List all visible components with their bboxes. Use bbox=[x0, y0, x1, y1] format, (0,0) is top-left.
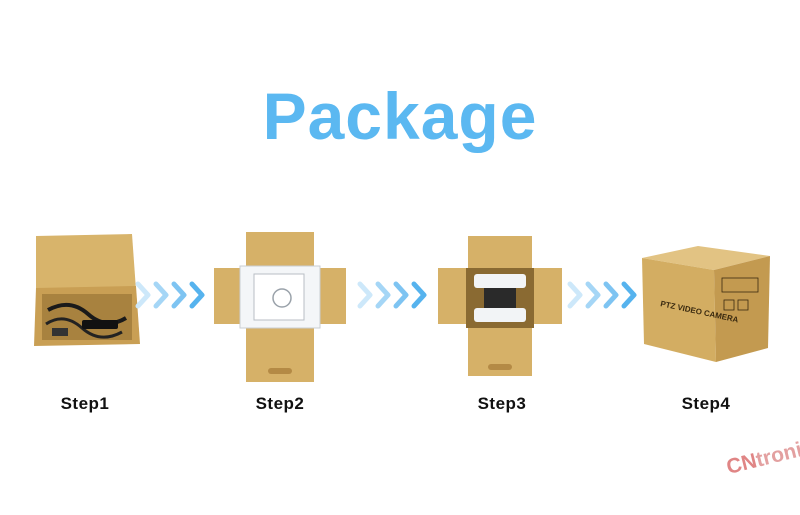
foam-block-bottom bbox=[474, 308, 526, 322]
page-title: Package bbox=[262, 79, 538, 153]
chevron-right-icon bbox=[357, 281, 373, 309]
step1-label: Step1 bbox=[60, 394, 110, 413]
step3-label: Step3 bbox=[477, 394, 527, 413]
chevron-right-icon bbox=[171, 281, 187, 309]
box-flap-left bbox=[438, 268, 468, 324]
chevron-right-icon bbox=[153, 281, 169, 309]
arrows-step2-to-step3 bbox=[357, 281, 427, 309]
camera-icon bbox=[484, 288, 516, 308]
box-flap-top bbox=[468, 236, 532, 272]
box-side bbox=[714, 256, 770, 362]
chevron-right-icon bbox=[189, 281, 205, 309]
box-lid bbox=[36, 234, 136, 292]
chevron-right-icon bbox=[375, 281, 391, 309]
step1-image bbox=[34, 234, 140, 346]
manual-sheet bbox=[253, 273, 305, 321]
foam-block-top bbox=[474, 274, 526, 288]
chevron-right-icon bbox=[567, 281, 583, 309]
step4-image: PTZ VIDEO CAMERA bbox=[642, 246, 770, 362]
step2-image bbox=[214, 232, 346, 382]
chevron-right-icon bbox=[135, 281, 151, 309]
power-adapter bbox=[82, 320, 118, 329]
arrows-step3-to-step4 bbox=[567, 281, 637, 309]
arrows-step1-to-step2 bbox=[135, 281, 205, 309]
step3-image bbox=[438, 236, 562, 376]
box-front bbox=[642, 258, 716, 362]
box-flap-right bbox=[532, 268, 562, 324]
chevron-right-icon bbox=[585, 281, 601, 309]
chevron-right-icon bbox=[621, 281, 637, 309]
watermark-brand: CNtronic bbox=[724, 435, 800, 480]
step2-label: Step2 bbox=[255, 394, 305, 413]
chevron-right-icon bbox=[411, 281, 427, 309]
chevron-right-icon bbox=[603, 281, 619, 309]
box-flap-top bbox=[246, 232, 314, 272]
step4-label: Step4 bbox=[681, 394, 731, 413]
watermark-logo: CNtronic bbox=[704, 435, 800, 510]
chevron-right-icon bbox=[393, 281, 409, 309]
